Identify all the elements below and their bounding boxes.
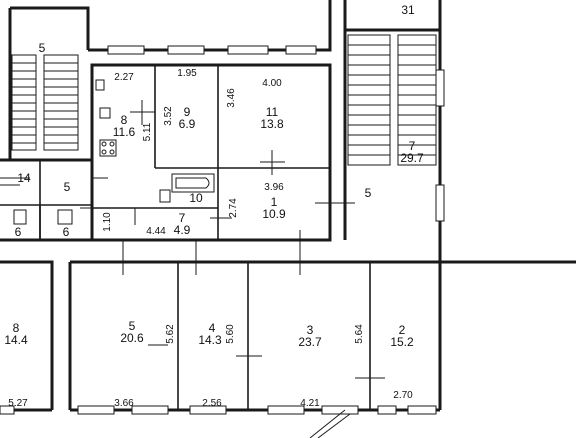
room-area: 15.2 xyxy=(390,335,414,349)
dimension-label: 3.66 xyxy=(114,398,134,409)
room-labels: 31 5 8 11.6 9 6.9 11 13.8 7 29.7 14 5 10… xyxy=(4,3,424,349)
room-area: 10.9 xyxy=(262,207,286,221)
room-area: 14.4 xyxy=(4,333,28,347)
dimension-label: 4.21 xyxy=(300,398,320,409)
dimension-label: 2.27 xyxy=(114,72,134,83)
room-area: 11.6 xyxy=(113,125,136,139)
dimension-label: 2.70 xyxy=(393,390,413,401)
room-number: 8 xyxy=(121,113,128,127)
room-area: 6.9 xyxy=(179,117,196,131)
room-area: 13.8 xyxy=(260,117,284,131)
fixtures xyxy=(13,79,351,438)
dimension-label: 4.44 xyxy=(146,226,166,237)
room-number: 3 xyxy=(307,323,314,337)
dimension-ticks xyxy=(0,100,385,392)
dimension-label: 2.56 xyxy=(202,398,222,409)
room-number: 5 xyxy=(365,186,372,200)
room-area: 23.7 xyxy=(298,335,322,349)
dimension-label: 5.64 xyxy=(354,324,365,344)
room-number: 31 xyxy=(401,3,415,17)
room-number: 10 xyxy=(189,191,203,205)
room-number: 9 xyxy=(184,105,191,119)
dimension-label: 5.27 xyxy=(8,398,28,409)
room-number: 5 xyxy=(129,319,136,333)
dimension-label: 3.96 xyxy=(264,182,284,193)
dimension-label: 3.52 xyxy=(163,106,174,126)
room-area: 14.3 xyxy=(198,333,222,347)
room-number: 4 xyxy=(209,321,216,335)
room-number: 8 xyxy=(13,321,20,335)
room-number: 6 xyxy=(63,225,70,239)
room-number: 14 xyxy=(17,171,31,185)
windows xyxy=(0,45,445,415)
dimension-label: 2.74 xyxy=(228,198,239,218)
right-staircase xyxy=(347,34,437,166)
dimension-label: 5.62 xyxy=(165,324,176,344)
dimension-label: 4.00 xyxy=(262,78,282,89)
room-number: 1 xyxy=(271,195,278,209)
room-number: 5 xyxy=(39,41,46,55)
room-area: 4.9 xyxy=(174,223,191,237)
room-number: 7 xyxy=(409,139,416,153)
room-area: 20.6 xyxy=(120,331,144,345)
walls xyxy=(0,0,576,412)
dimension-labels: 2.27 1.95 4.00 3.52 3.46 5.11 3.96 2.74 … xyxy=(8,68,413,409)
room-number: 7 xyxy=(179,211,186,225)
room-number: 6 xyxy=(15,225,22,239)
left-staircase xyxy=(11,54,79,151)
dimension-label: 5.60 xyxy=(225,324,236,344)
room-number: 11 xyxy=(266,105,279,119)
dimension-label: 1.95 xyxy=(177,68,197,79)
dimension-label: 3.46 xyxy=(226,88,237,108)
dimension-label: 5.11 xyxy=(142,122,153,141)
room-number: 5 xyxy=(64,180,71,194)
room-number: 2 xyxy=(399,323,406,337)
dimension-label: 1.10 xyxy=(102,212,113,232)
room-area: 29.7 xyxy=(400,151,424,165)
